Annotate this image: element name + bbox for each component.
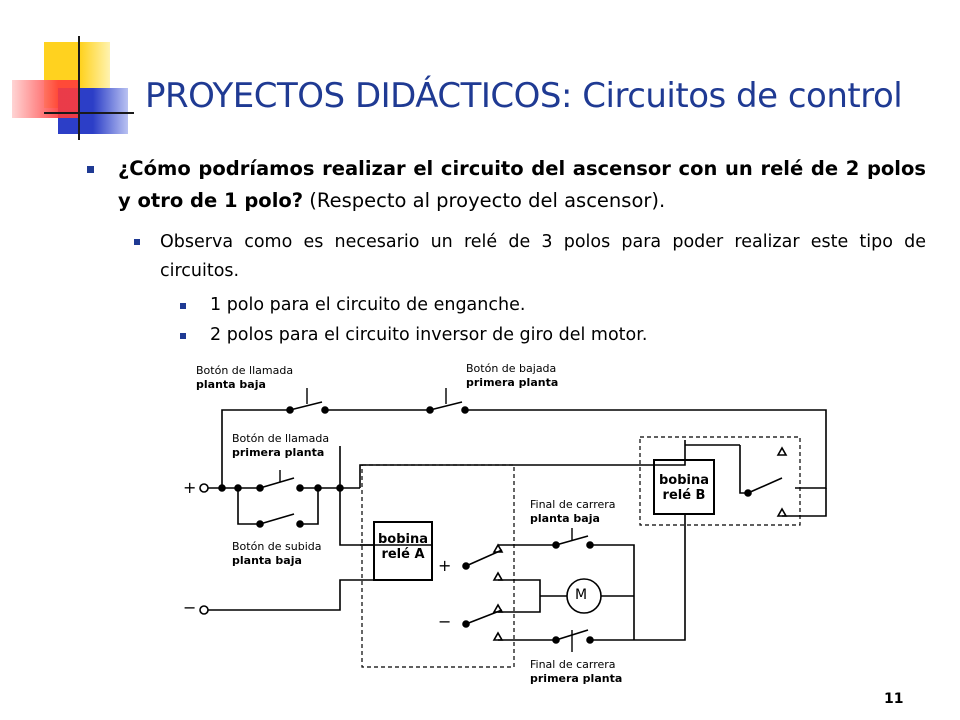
item-enganche: 1 polo para el circuito de enganche. <box>210 295 526 315</box>
label-fc-pb: Final de carrera planta baja <box>530 498 616 526</box>
item-inversor: 2 polos para el circuito inversor de gir… <box>210 325 648 345</box>
deco-red-square <box>12 80 78 118</box>
label-fc-pp-line2: primera planta <box>530 672 623 685</box>
motor-label: M <box>575 587 588 603</box>
plus-terminal-motor: + <box>438 556 452 575</box>
label-coil-a-line1: bobina <box>377 532 429 547</box>
page-number: 11 <box>884 691 904 707</box>
plus-terminal-main: + <box>183 478 197 497</box>
relay-b-dashed-box <box>639 436 801 526</box>
bullet-level2 <box>134 239 140 245</box>
label-btn-llamada-pp-line2: primera planta <box>232 446 325 459</box>
label-fc-pp-line1: Final de carrera <box>530 658 616 671</box>
label-coil-b-line1: bobina <box>658 473 710 488</box>
label-btn-llamada-pb-line2: planta baja <box>196 378 266 391</box>
deco-vertical-line <box>78 36 80 140</box>
question-text: ¿Cómo podríamos realizar el circuito del… <box>118 153 926 217</box>
label-btn-bajada-line2: primera planta <box>466 376 559 389</box>
label-fc-pb-line1: Final de carrera <box>530 498 616 511</box>
bullet-level1 <box>87 166 94 173</box>
label-btn-llamada-pb-line1: Botón de llamada <box>196 364 294 377</box>
label-btn-llamada-pp: Botón de llamada primera planta <box>232 432 329 460</box>
label-btn-llamada-pb: Botón de llamada planta baja <box>196 364 293 392</box>
label-coil-b: bobina relé B <box>654 473 714 503</box>
label-btn-subida-line1: Botón de subida <box>232 540 322 553</box>
label-coil-a-line2: relé A <box>381 547 425 562</box>
label-fc-pb-line2: planta baja <box>530 512 600 525</box>
question-normal: (Respecto al proyecto del ascensor). <box>303 189 666 212</box>
minus-terminal-motor: − <box>438 612 452 631</box>
relay-a-dashed-box <box>361 464 515 668</box>
label-btn-bajada-line1: Botón de bajada <box>466 362 557 375</box>
observation-text: Observa como es necesario un relé de 3 p… <box>160 232 926 281</box>
bullet-level3-2 <box>180 333 186 339</box>
slide-title: PROYECTOS DIDÁCTICOS: Circuitos de contr… <box>145 76 903 116</box>
label-coil-a: bobina relé A <box>374 532 432 562</box>
label-fc-pp: Final de carrera primera planta <box>530 658 622 686</box>
coil-b-box <box>653 459 715 515</box>
label-btn-bajada: Botón de bajada primera planta <box>466 362 558 390</box>
label-btn-llamada-pp-line1: Botón de llamada <box>232 432 330 445</box>
minus-terminal-main: − <box>183 598 197 617</box>
question-bold: ¿Cómo podríamos realizar el circuito del… <box>118 157 926 212</box>
label-coil-b-line2: relé B <box>662 488 706 503</box>
coil-a-box <box>373 521 433 581</box>
deco-horizontal-line <box>44 112 134 114</box>
label-btn-subida-line2: planta baja <box>232 554 302 567</box>
label-btn-subida: Botón de subida planta baja <box>232 540 322 568</box>
bullet-level3-1 <box>180 303 186 309</box>
